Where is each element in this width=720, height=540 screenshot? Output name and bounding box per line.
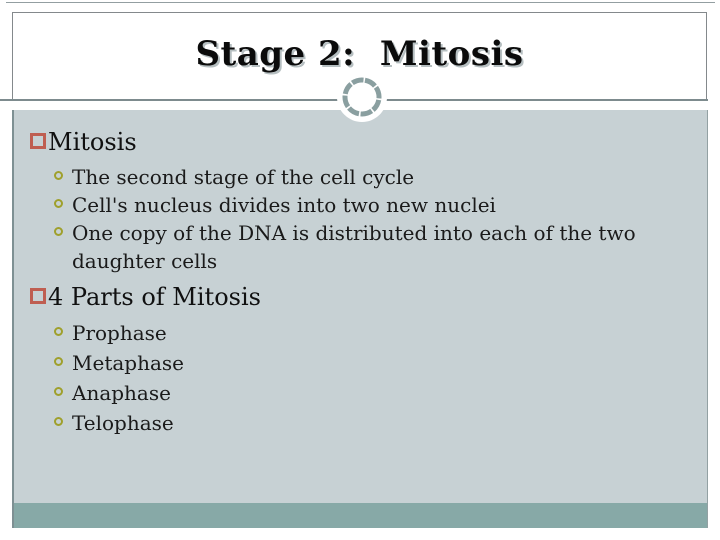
circle-bullet-icon bbox=[54, 327, 63, 336]
list-item-text: Cell's nucleus divides into two new nucl… bbox=[72, 193, 496, 217]
circle-bullet-icon bbox=[54, 199, 63, 208]
list-item-text: Prophase bbox=[72, 321, 167, 345]
circle-bullet-icon bbox=[54, 387, 63, 396]
list-item-text: One copy of the DNA is distributed into … bbox=[72, 221, 636, 273]
square-bullet-icon bbox=[30, 133, 46, 149]
sub-bullet-list: Prophase Metaphase Anaphase Telophase bbox=[30, 318, 687, 438]
bullet-heading: 4 Parts of Mitosis bbox=[30, 282, 687, 312]
bullet-heading-label: 4 Parts of Mitosis bbox=[48, 283, 261, 311]
square-bullet-icon bbox=[30, 288, 46, 304]
circle-bullet-icon bbox=[54, 417, 63, 426]
list-item: Telophase bbox=[30, 408, 687, 438]
sub-bullet-list: The second stage of the cell cycle Cell'… bbox=[30, 163, 687, 275]
circle-bullet-icon bbox=[54, 171, 63, 180]
bullet-heading-label: Mitosis bbox=[48, 128, 137, 156]
bullet-group-parts: 4 Parts of Mitosis Prophase Metaphase An… bbox=[30, 282, 687, 438]
circle-bullet-icon bbox=[54, 357, 63, 366]
bottom-accent-band bbox=[14, 503, 707, 528]
circle-bullet-icon bbox=[54, 227, 63, 236]
list-item-text: Anaphase bbox=[72, 381, 171, 405]
top-rule-line bbox=[6, 2, 715, 3]
list-item: Anaphase bbox=[30, 378, 687, 408]
bullet-heading: Mitosis bbox=[30, 127, 687, 157]
list-item: Cell's nucleus divides into two new nucl… bbox=[30, 191, 687, 219]
list-item: The second stage of the cell cycle bbox=[30, 163, 687, 191]
list-item: Prophase bbox=[30, 318, 687, 348]
slide-title: Stage 2: Mitosis bbox=[195, 33, 524, 74]
list-item-text: Telophase bbox=[72, 411, 174, 435]
bullet-group-mitosis: Mitosis The second stage of the cell cyc… bbox=[30, 127, 687, 275]
list-item: One copy of the DNA is distributed into … bbox=[30, 219, 687, 275]
slide-body-content: Mitosis The second stage of the cell cyc… bbox=[14, 110, 707, 503]
ring-ornament-icon bbox=[337, 72, 387, 122]
list-item-text: Metaphase bbox=[72, 351, 184, 375]
body-placeholder: Mitosis The second stage of the cell cyc… bbox=[12, 110, 708, 528]
list-item-text: The second stage of the cell cycle bbox=[72, 165, 415, 189]
list-item: Metaphase bbox=[30, 348, 687, 378]
